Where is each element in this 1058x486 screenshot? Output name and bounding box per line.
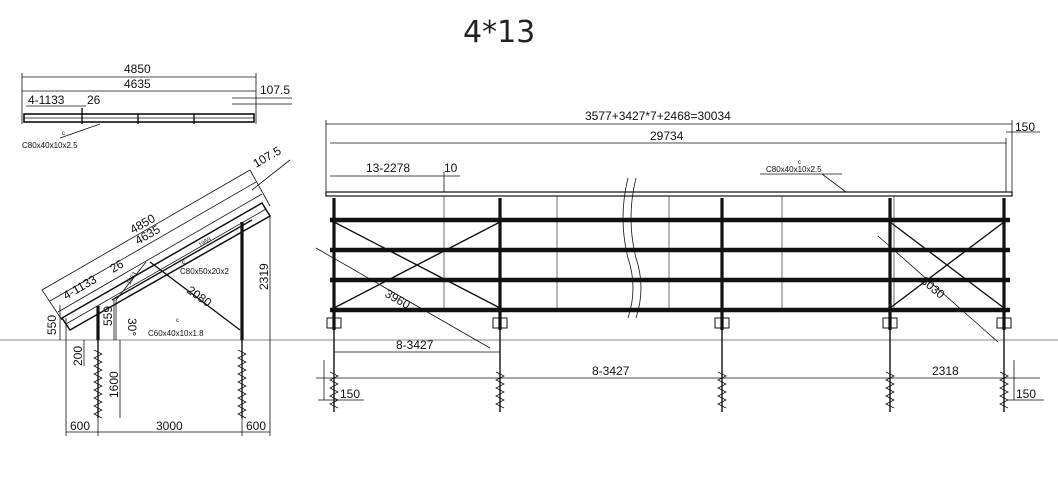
side-view: 4850 4635 4-1133 26 107.5 2080 1959 1563… <box>41 143 291 436</box>
front-end-overhang: 150 <box>1015 120 1035 134</box>
front-left-offset: 150 <box>340 387 360 401</box>
side-front-leg-height: 550 <box>45 315 59 335</box>
front-rail-length: 29734 <box>650 129 684 143</box>
side-beam-profile-c: c <box>182 260 185 266</box>
front-view: 3577+3427*7+2468=30034 150 29734 13-2278… <box>315 109 1044 412</box>
front-panel-spacing: 13-2278 <box>366 161 410 175</box>
front-rail-profile-c: c <box>798 160 801 166</box>
side-embed-depth: 200 <box>71 346 85 366</box>
side-spacing: 4-1133 <box>61 272 100 303</box>
side-brace-profile-c: c <box>176 318 179 324</box>
top-view-length-outer: 4850 <box>124 62 151 76</box>
side-gap: 26 <box>108 257 127 276</box>
top-view-gap: 26 <box>87 93 101 107</box>
side-base-right: 600 <box>246 419 266 433</box>
side-base-span: 3000 <box>156 419 183 433</box>
side-beam-profile: C80x50x20x2 <box>180 267 229 276</box>
drawing-title: 4*13 <box>463 15 535 50</box>
side-pile-length: 1600 <box>107 371 121 398</box>
front-rail-profile: C80x40x10x2.5 <box>766 165 822 174</box>
top-view-length-inner: 4635 <box>124 77 151 91</box>
side-rear-leg-height: 2319 <box>257 263 271 290</box>
side-base-left: 600 <box>70 419 90 433</box>
side-front-leg-inner: 559 <box>101 306 115 326</box>
side-tilt-angle: 30° <box>125 318 139 336</box>
top-view-profile: C80x40x10x2.5 <box>22 141 78 150</box>
top-view: 4850 4635 107.5 4-1133 26 c C80x40x10x2.… <box>21 62 292 150</box>
front-total-formula: 3577+3427*7+2468=30034 <box>585 109 731 123</box>
top-view-spacing: 4-1133 <box>28 93 65 107</box>
front-panel-gap: 10 <box>444 161 458 175</box>
side-brace-profile: C60x40x10x1.8 <box>148 329 204 338</box>
side-brace-length: 2080 <box>184 283 214 310</box>
front-bay-spacing-upper: 8-3427 <box>396 338 434 352</box>
top-view-profile-c: c <box>62 131 65 137</box>
side-overhang: 107.5 <box>251 143 284 170</box>
front-last-bay: 2318 <box>932 364 959 378</box>
front-right-offset: 150 <box>1016 387 1036 401</box>
top-view-overhang: 107.5 <box>260 83 290 97</box>
front-bay-spacing-lower: 8-3427 <box>592 364 630 378</box>
